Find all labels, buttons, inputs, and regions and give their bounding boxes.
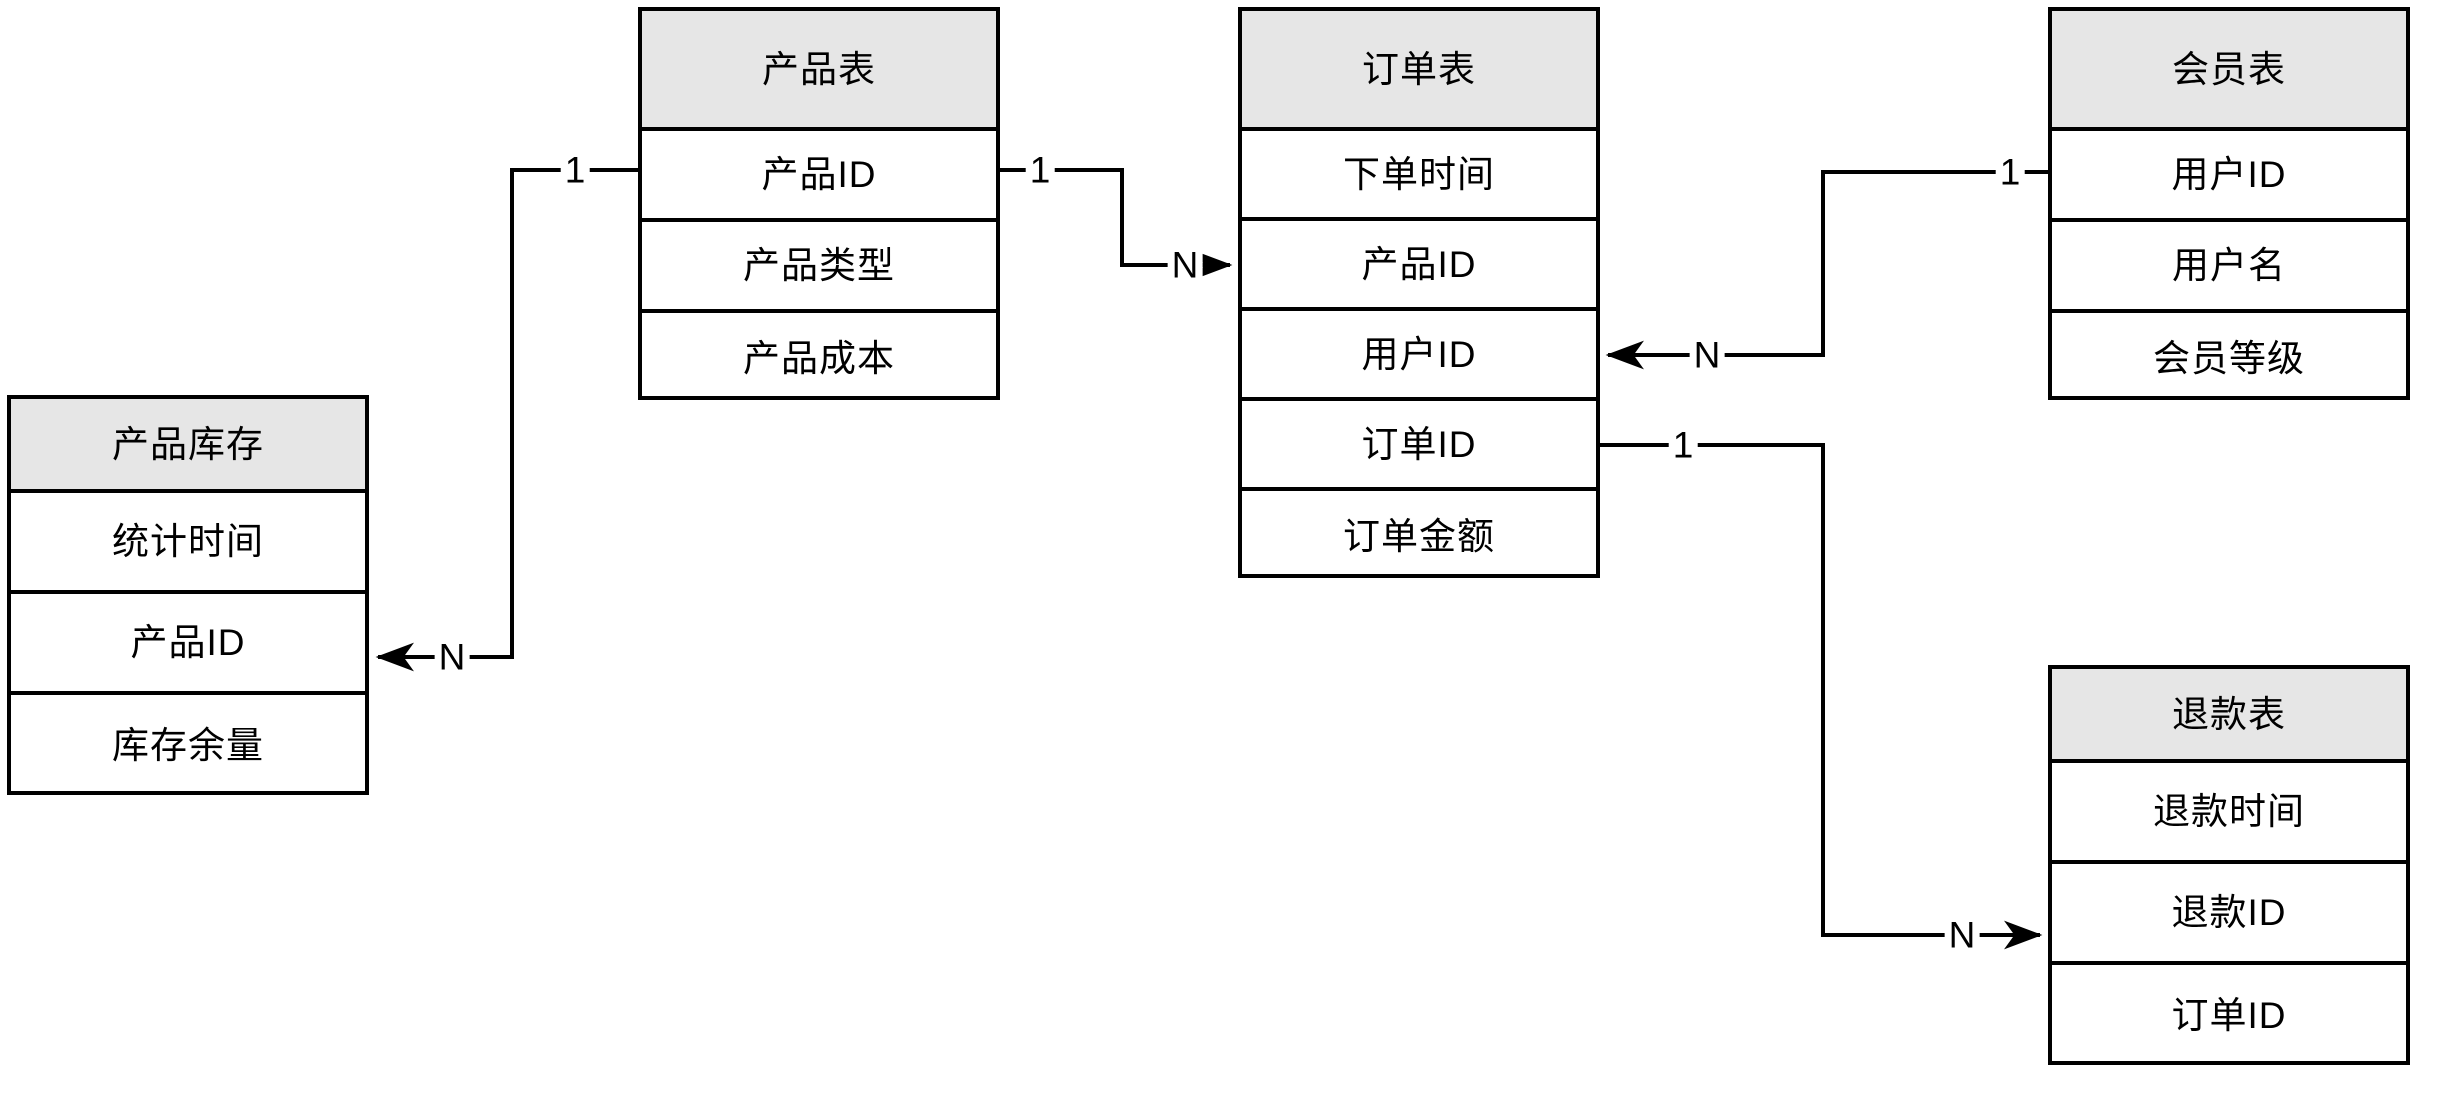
product-table-field[interactable]: 产品类型 bbox=[642, 222, 996, 313]
product-inventory-table-field[interactable]: 库存余量 bbox=[112, 725, 264, 766]
product-to-inventory-relation-from-cardinality: 1 bbox=[560, 151, 590, 189]
order-to-refund-relation-from-cardinality: 1 bbox=[1668, 426, 1698, 464]
product-inventory-table-title: 产品库存 bbox=[11, 399, 365, 493]
product-inventory-table[interactable]: 产品库存统计时间产品ID 库存余量 bbox=[7, 395, 369, 795]
product-to-inventory-relation[interactable] bbox=[375, 168, 638, 672]
order-table-field[interactable]: 用户ID bbox=[1242, 311, 1596, 401]
member-table-field[interactable]: 会员等级 bbox=[2153, 338, 2305, 379]
order-table-title: 订单表 bbox=[1242, 11, 1596, 131]
product-table-title: 产品表 bbox=[642, 11, 996, 131]
order-table-field[interactable]: 订单金额 bbox=[1343, 515, 1495, 557]
member-to-order-relation[interactable] bbox=[1605, 170, 2048, 370]
refund-table[interactable]: 退款表退款时间退款ID 订单ID bbox=[2048, 665, 2410, 1065]
refund-table-field[interactable]: 订单ID bbox=[2171, 995, 2287, 1036]
product-table-field[interactable]: 产品ID bbox=[642, 131, 996, 222]
order-to-refund-relation[interactable] bbox=[1600, 443, 2043, 950]
member-table-title: 会员表 bbox=[2052, 11, 2406, 131]
product-to-inventory-relation-to-cardinality: N bbox=[434, 638, 470, 676]
order-table-field[interactable]: 订单ID bbox=[1242, 401, 1596, 491]
refund-table-field[interactable]: 退款ID bbox=[2052, 864, 2406, 965]
order-table-field[interactable]: 下单时间 bbox=[1242, 131, 1596, 221]
product-inventory-table-field[interactable]: 产品ID bbox=[11, 594, 365, 695]
refund-table-field[interactable]: 退款时间 bbox=[2052, 763, 2406, 864]
refund-table-title: 退款表 bbox=[2052, 669, 2406, 763]
member-table-field[interactable]: 用户ID bbox=[2052, 131, 2406, 222]
product-table-field[interactable]: 产品成本 bbox=[743, 338, 895, 379]
member-table-field[interactable]: 用户名 bbox=[2052, 222, 2406, 313]
member-to-order-relation-from-cardinality: 1 bbox=[1995, 153, 2025, 191]
product-to-order-relation-to-cardinality: N bbox=[1167, 246, 1203, 284]
order-to-refund-relation-to-cardinality: N bbox=[1944, 916, 1980, 954]
member-to-order-relation-to-cardinality: N bbox=[1689, 336, 1725, 374]
product-to-order-relation-from-cardinality: 1 bbox=[1025, 151, 1055, 189]
order-table-field[interactable]: 产品ID bbox=[1242, 221, 1596, 311]
product-inventory-table-field[interactable]: 统计时间 bbox=[11, 493, 365, 594]
